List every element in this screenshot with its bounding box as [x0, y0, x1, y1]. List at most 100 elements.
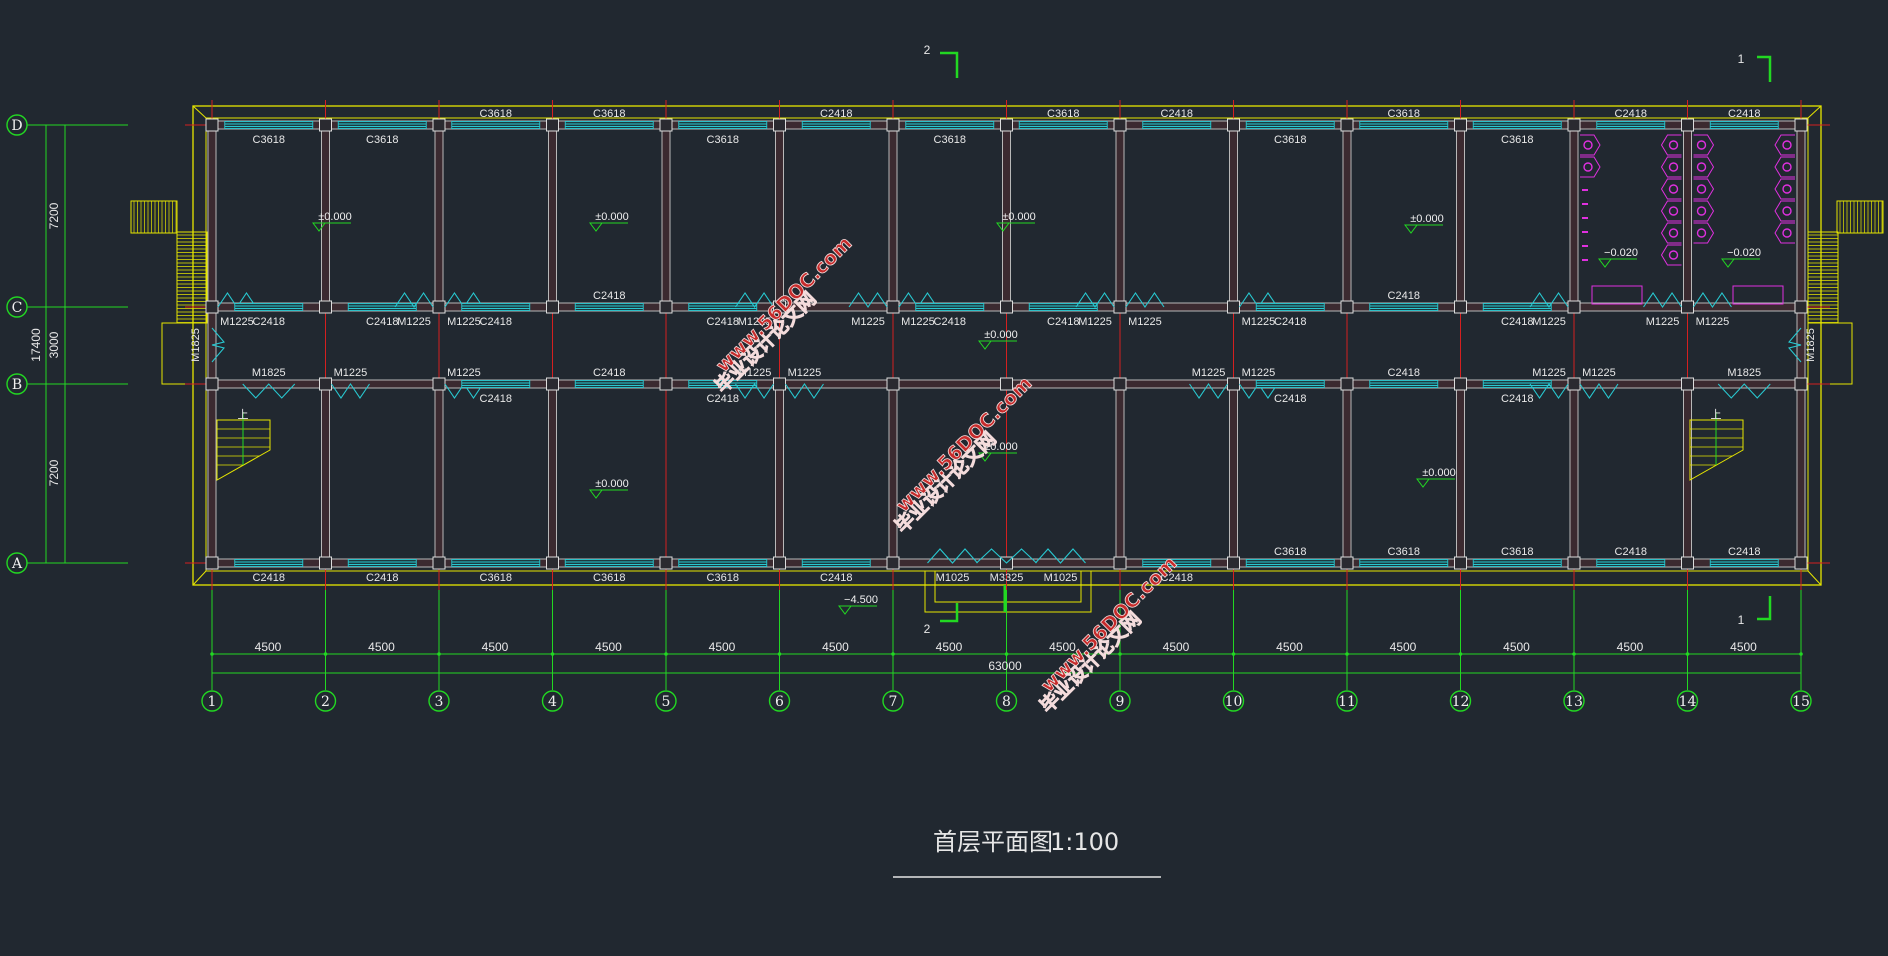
window-frame: [801, 559, 871, 567]
opening-label-c2418: C2418: [707, 316, 739, 328]
opening-label-m1225: M1225: [397, 316, 431, 328]
wall: [1342, 383, 1352, 564]
elevation-triangle-icon: [838, 605, 852, 615]
column: [1000, 300, 1013, 314]
entrance-door-label: M1025: [936, 572, 970, 584]
stair: [1689, 419, 1744, 481]
axis-label-1: 1: [208, 694, 217, 710]
opening-label-c2418: C2418: [1728, 546, 1760, 558]
axis-bubble-3: [428, 690, 450, 712]
toilet-fixture: [1583, 162, 1593, 172]
window-frame: [1472, 121, 1562, 129]
column: [659, 118, 673, 132]
column: [1340, 377, 1354, 391]
window: [678, 121, 768, 129]
window: [1482, 380, 1552, 388]
axis-label-C: C: [12, 300, 23, 316]
elevation-triangle-icon: [978, 340, 992, 350]
opening-label-c2418: C2418: [1615, 108, 1647, 120]
bay-dimension: 4500: [1503, 640, 1530, 654]
toilet-fixture: [1782, 162, 1792, 172]
toilet-stall: [1660, 178, 1682, 200]
toilet-stall: [1580, 156, 1601, 178]
column: [1340, 556, 1354, 570]
window-frame: [678, 121, 768, 129]
elevation-label: −0.020: [1604, 247, 1638, 259]
axis-bubble-4: [541, 690, 564, 712]
axis-bubble-10: [1222, 690, 1245, 712]
window-frame: [451, 559, 541, 567]
bay-dimension: 4500: [482, 640, 509, 654]
window-frame: [574, 380, 644, 388]
opening-label-c3618: C3618: [1274, 134, 1306, 146]
toilet-stall: [1693, 178, 1715, 200]
wall: [1456, 124, 1465, 308]
column: [1681, 300, 1694, 314]
washbasin-counter: [1732, 285, 1784, 305]
wall: [434, 383, 444, 564]
axis-bubble-15: [1790, 690, 1812, 712]
column: [1113, 556, 1127, 570]
toilet-fixture: [1668, 140, 1679, 150]
opening-label-c2418: C2418: [366, 572, 398, 584]
column: [1454, 118, 1467, 132]
window: [564, 559, 654, 567]
window-frame: [337, 121, 427, 129]
column: [319, 556, 332, 570]
opening-label-c2418: C2418: [707, 393, 739, 405]
column: [1681, 556, 1694, 570]
opening-label-c2418: C2418: [253, 572, 285, 584]
opening-label-c2418: C2418: [593, 367, 625, 379]
window-frame: [224, 121, 314, 129]
window: [915, 303, 985, 311]
opening-label-m1225: M1225: [1128, 316, 1162, 328]
wall: [1796, 124, 1806, 308]
window-frame: [1482, 303, 1552, 311]
section-cut-marker: [940, 51, 959, 78]
column: [659, 377, 673, 391]
door-swing: [735, 292, 774, 308]
right-ramp-steps: [1807, 231, 1839, 324]
wall: [1342, 124, 1352, 308]
window: [678, 559, 768, 567]
bay-dimension: 4500: [822, 640, 849, 654]
window-frame: [1255, 380, 1325, 388]
opening-label-m1225: M1225: [1532, 367, 1566, 379]
section-mark-label: 2: [924, 622, 931, 636]
toilet-stall: [1660, 222, 1682, 244]
section-mark-label: 1: [1738, 613, 1745, 627]
axis-label-D: D: [11, 118, 22, 134]
column: [886, 118, 900, 132]
axis-label-14: 14: [1679, 694, 1697, 710]
window: [1142, 121, 1212, 129]
entrance-door-label: M3325: [990, 572, 1024, 584]
vertical-dimension: 7200: [47, 459, 61, 486]
toilet-fixture: [1696, 140, 1707, 150]
toilet-fixture: [1696, 206, 1707, 216]
window-frame: [688, 380, 758, 388]
bay-dimension: 4500: [1049, 640, 1076, 654]
door-swing: [976, 548, 1037, 564]
column: [1681, 118, 1694, 132]
door-swing: [1717, 383, 1771, 399]
opening-label-c3618: C3618: [1047, 108, 1079, 120]
axis-label-A: A: [11, 556, 23, 572]
toilet-stall: [1660, 134, 1682, 156]
wall: [1683, 124, 1692, 308]
door-swing: [1693, 292, 1732, 308]
column: [546, 377, 559, 391]
elevation-triangle-icon: [312, 222, 326, 232]
door-swing: [1529, 292, 1569, 308]
window: [1482, 303, 1552, 311]
axis-label-10: 10: [1225, 694, 1243, 710]
column: [773, 118, 786, 132]
axis-bubble-1: [201, 690, 223, 712]
toilet-stall: [1774, 156, 1795, 178]
wall: [548, 124, 557, 308]
window: [1369, 303, 1439, 311]
window: [451, 121, 541, 129]
entrance-platform: [924, 571, 1092, 613]
opening-label-c2418: C2418: [820, 108, 852, 120]
axis-label-11: 11: [1338, 694, 1356, 710]
